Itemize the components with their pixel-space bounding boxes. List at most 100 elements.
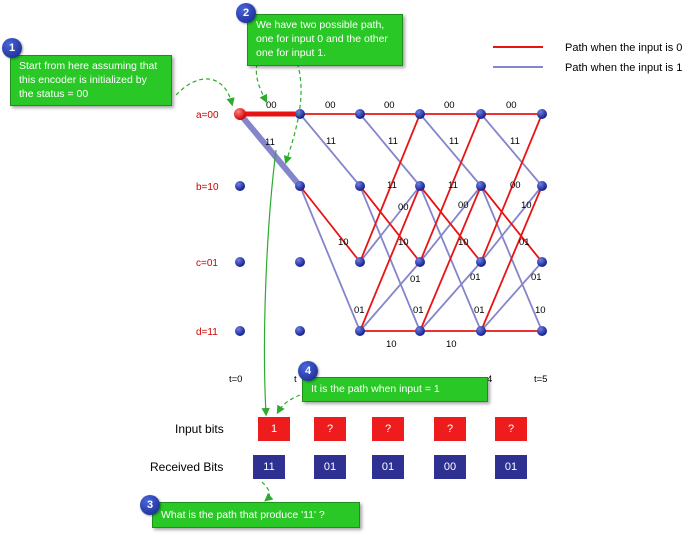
branch-label: 01 xyxy=(354,305,365,316)
edge-d-c xyxy=(359,261,421,332)
state-label-d: d=11 xyxy=(196,327,218,338)
branch-label: 01 xyxy=(470,272,481,283)
edge-c-a xyxy=(419,113,482,263)
received-bit-box: 00 xyxy=(434,455,466,479)
branch-label: 01 xyxy=(413,305,424,316)
node xyxy=(295,109,305,119)
branch-label: 11 xyxy=(326,136,336,147)
edge-d-b xyxy=(480,185,543,332)
start-node xyxy=(234,108,246,120)
edge-b-c xyxy=(480,185,543,263)
edge-d-c xyxy=(480,261,543,332)
received-bits-label: Received Bits xyxy=(150,460,224,474)
node xyxy=(295,326,305,336)
badge-2: 2 xyxy=(236,3,256,23)
branch-label: 01 xyxy=(519,237,530,248)
branch-label: 10 xyxy=(386,339,397,350)
callout-question: What is the path that produce '11' ? xyxy=(152,502,360,528)
branch-label: 00 xyxy=(458,200,469,211)
connector-1-to-start xyxy=(175,78,235,107)
input-bit-box: ? xyxy=(314,417,346,441)
branch-label: 10 xyxy=(446,339,457,350)
time-label-t0: t=0 xyxy=(229,374,242,385)
edge-a-b xyxy=(359,113,421,187)
node xyxy=(415,181,425,191)
legend: Path when the input is 0 Path when the i… xyxy=(493,42,682,74)
branch-label: 00 xyxy=(384,100,395,111)
callout-input-1-text: It is the path when input = 1 xyxy=(311,383,440,395)
branch-label: 00 xyxy=(510,180,521,191)
branch-label: 00 xyxy=(398,202,409,213)
branch-label: 11 xyxy=(448,180,458,191)
state-label-b: b=10 xyxy=(196,182,219,193)
callout-start: Start from here assuming that this encod… xyxy=(10,55,172,106)
legend-label-input-1: Path when the input is 1 xyxy=(565,62,682,74)
state-labels: a=00 b=10 c=01 d=11 xyxy=(196,110,219,338)
branch-label: 11 xyxy=(265,137,275,148)
node xyxy=(355,257,365,267)
callout-input-1: It is the path when input = 1 xyxy=(302,377,488,402)
node xyxy=(295,181,305,191)
node xyxy=(235,257,245,267)
branch-label: 11 xyxy=(387,180,397,191)
edge-b-d xyxy=(299,185,361,332)
edge-a-b xyxy=(299,113,361,187)
node xyxy=(415,257,425,267)
input-bits-label: Input bits xyxy=(175,422,224,436)
branch-label: 11 xyxy=(449,136,459,147)
trellis-nodes xyxy=(234,108,547,336)
node xyxy=(235,181,245,191)
input-bit-box: ? xyxy=(372,417,404,441)
legend-label-input-0: Path when the input is 0 xyxy=(565,42,682,54)
branch-label: 10 xyxy=(458,237,469,248)
branch-label: 00 xyxy=(325,100,336,111)
branch-label: 10 xyxy=(521,200,532,211)
branch-labels: 00 00 00 00 00 11 11 11 11 11 11 11 00 0… xyxy=(265,100,546,350)
node xyxy=(415,326,425,336)
branch-label: 00 xyxy=(444,100,455,111)
callout-start-text: Start from here assuming that this encod… xyxy=(19,60,158,100)
node xyxy=(355,326,365,336)
time-label-t4-fragment: 4 xyxy=(487,374,492,385)
badge-4: 4 xyxy=(298,361,318,381)
node xyxy=(295,257,305,267)
node xyxy=(537,326,547,336)
badge-1: 1 xyxy=(2,38,22,58)
connector-4-to-input xyxy=(276,394,301,415)
branch-label: 00 xyxy=(266,100,277,111)
connector-3-to-received xyxy=(261,481,274,502)
badge-3: 3 xyxy=(140,495,160,515)
branch-label: 10 xyxy=(338,237,349,248)
branch-label: 10 xyxy=(535,305,546,316)
node xyxy=(537,257,547,267)
edge-d-b xyxy=(419,185,482,332)
time-labels: t=0 t 4 t=5 xyxy=(229,374,547,385)
input-bit-box: ? xyxy=(434,417,466,441)
branch-label: 01 xyxy=(474,305,485,316)
callout-two-paths: We have two possible path, one for input… xyxy=(247,14,403,66)
callout-question-text: What is the path that produce '11' ? xyxy=(161,509,325,521)
input-bit-box: 1 xyxy=(258,417,290,441)
node xyxy=(537,109,547,119)
time-label-t1: t xyxy=(294,374,297,385)
branch-label: 01 xyxy=(410,274,421,285)
state-label-a: a=00 xyxy=(196,110,219,121)
time-label-t5: t=5 xyxy=(534,374,547,385)
connector-2-to-path1 xyxy=(283,43,302,165)
node xyxy=(476,326,486,336)
branch-label: 00 xyxy=(506,100,517,111)
edge-d-c xyxy=(419,261,482,332)
edge-d-b xyxy=(359,185,421,332)
edge-a-b xyxy=(419,113,482,187)
branch-label: 10 xyxy=(398,237,409,248)
edge-c-a xyxy=(359,113,421,263)
solid-connectors xyxy=(261,149,277,417)
branch-label: 11 xyxy=(388,136,398,147)
node xyxy=(415,109,425,119)
input-bit-box: ? xyxy=(495,417,527,441)
state-label-c: c=01 xyxy=(196,258,218,269)
edge-a-b xyxy=(480,113,543,187)
node xyxy=(476,181,486,191)
received-bit-box: 01 xyxy=(495,455,527,479)
